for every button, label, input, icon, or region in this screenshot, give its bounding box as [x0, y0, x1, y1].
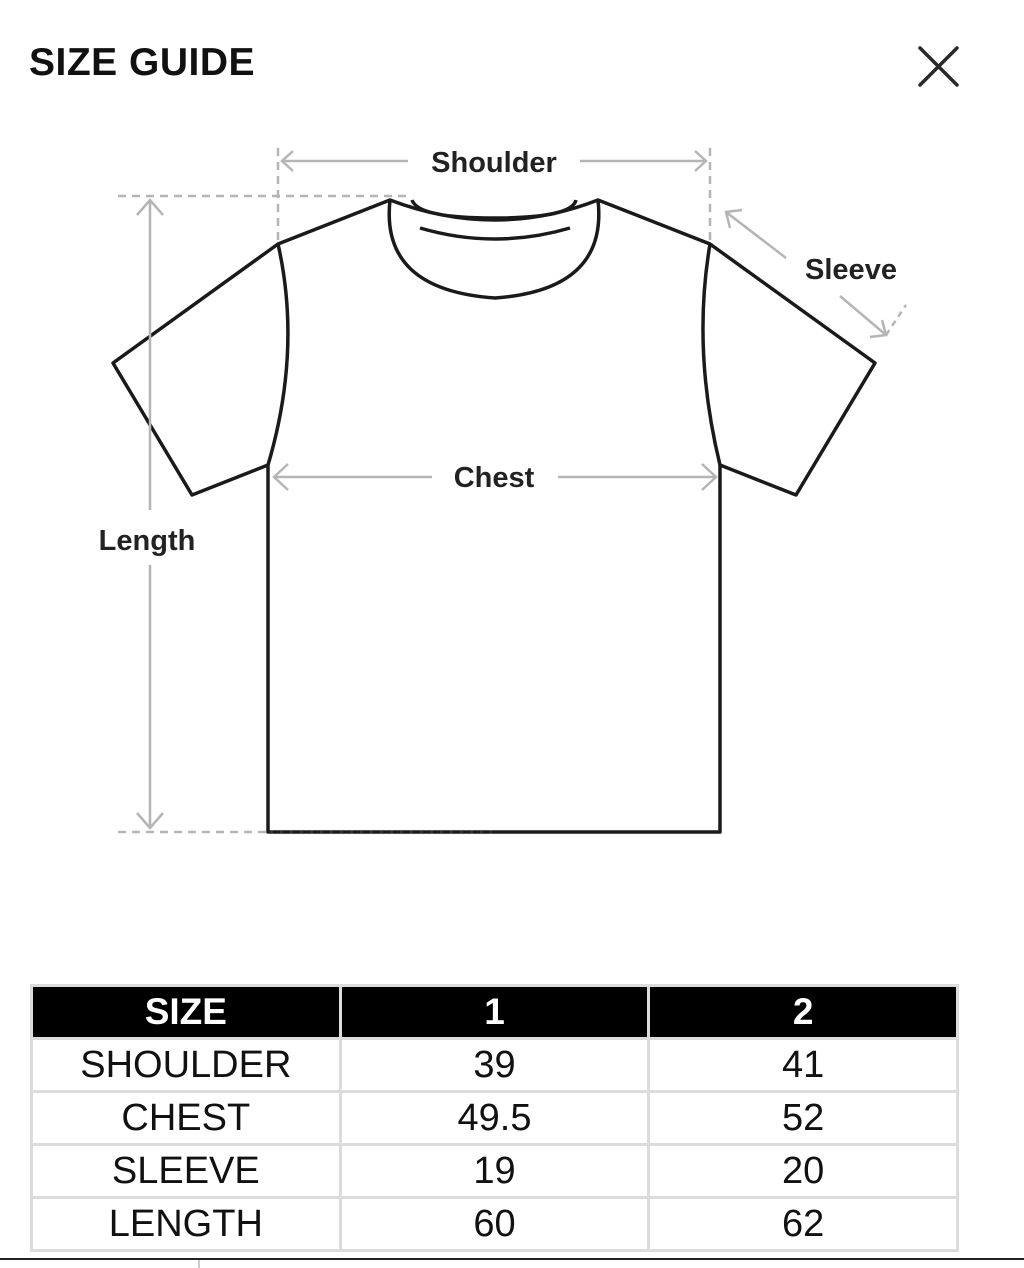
row-label: SLEEVE: [30, 1143, 342, 1199]
table-row: SLEEVE 19 20: [30, 1143, 959, 1199]
table-row: CHEST 49.5 52: [30, 1090, 959, 1146]
header-size-2: 2: [647, 984, 959, 1040]
close-icon: [918, 46, 959, 87]
cell-value: 39: [338, 1037, 651, 1093]
header-size: SIZE: [30, 984, 342, 1040]
table-row: SHOULDER 39 41: [30, 1037, 959, 1093]
cell-value: 49.5: [338, 1090, 651, 1146]
tshirt-outline: [111, 198, 877, 834]
cell-value: 60: [338, 1196, 651, 1252]
row-label: CHEST: [30, 1090, 342, 1146]
table-header-row: SIZE 1 2: [30, 984, 959, 1040]
shoulder-label: Shoulder: [431, 147, 557, 179]
bottom-divider: [198, 1260, 200, 1268]
row-label: LENGTH: [30, 1196, 342, 1252]
tshirt-diagram: Shoulder Sleeve Chest Length: [99, 147, 908, 834]
cell-value: 52: [647, 1090, 959, 1146]
modal-title: SIZE GUIDE: [29, 41, 256, 84]
row-label: SHOULDER: [30, 1037, 342, 1093]
table-row: LENGTH 60 62: [30, 1196, 959, 1252]
cell-value: 20: [647, 1143, 959, 1199]
header-size-1: 1: [338, 984, 651, 1040]
close-button[interactable]: [912, 40, 966, 94]
measurement-guides: [118, 148, 908, 834]
chest-label: Chest: [454, 462, 535, 494]
sleeve-label: Sleeve: [805, 254, 897, 286]
cell-value: 19: [338, 1143, 651, 1199]
bottom-bar: [0, 1258, 1024, 1268]
length-label: Length: [99, 525, 196, 557]
cell-value: 62: [647, 1196, 959, 1252]
cell-value: 41: [647, 1037, 959, 1093]
size-table: SIZE 1 2 SHOULDER 39 41 CHEST 49.5 52 SL…: [30, 984, 959, 1252]
